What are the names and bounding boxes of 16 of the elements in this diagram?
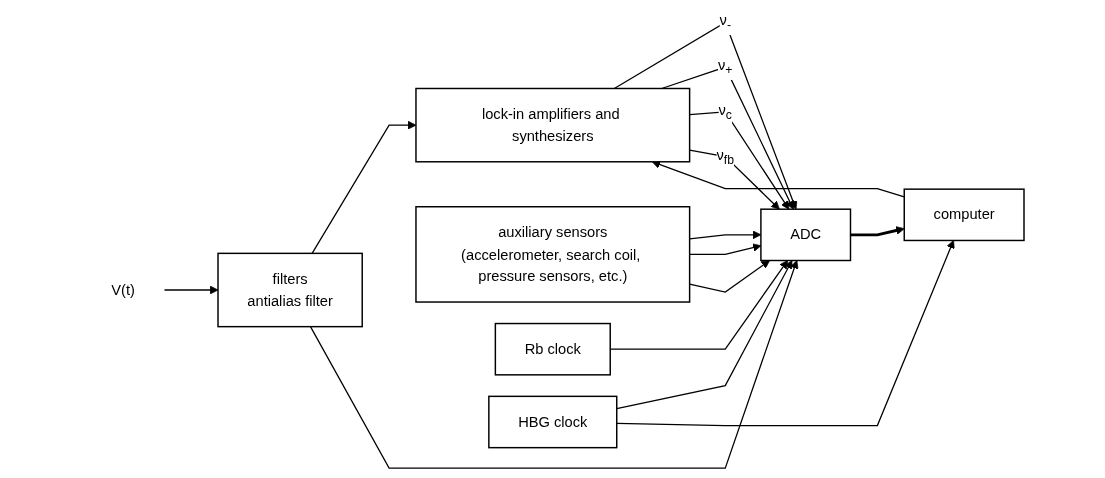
edge-label: ν$_{fb}$ [715,145,734,167]
arrow [311,120,416,254]
node-box: HBG clock [487,395,617,449]
edge-label: ν$_{c}$ [718,101,732,122]
node-box: Rb clock [494,322,611,376]
arrow [163,285,218,295]
arrow [609,260,788,350]
node-text: V(t) [110,280,135,298]
edge-label: ν$_{-}$ [719,11,731,33]
node-box: lock-in amplifiers and synthesizers [414,87,690,163]
arrow [309,260,798,469]
edge-label: ν$_{+}$ [717,56,732,78]
node-box: computer [903,188,1025,242]
node-box: auxiliary sensors (accelerometer, search coil, pressure sensors, etc.) [414,206,690,303]
node-box: filters antialias filter [216,252,363,328]
node-box: ADC [759,208,851,262]
